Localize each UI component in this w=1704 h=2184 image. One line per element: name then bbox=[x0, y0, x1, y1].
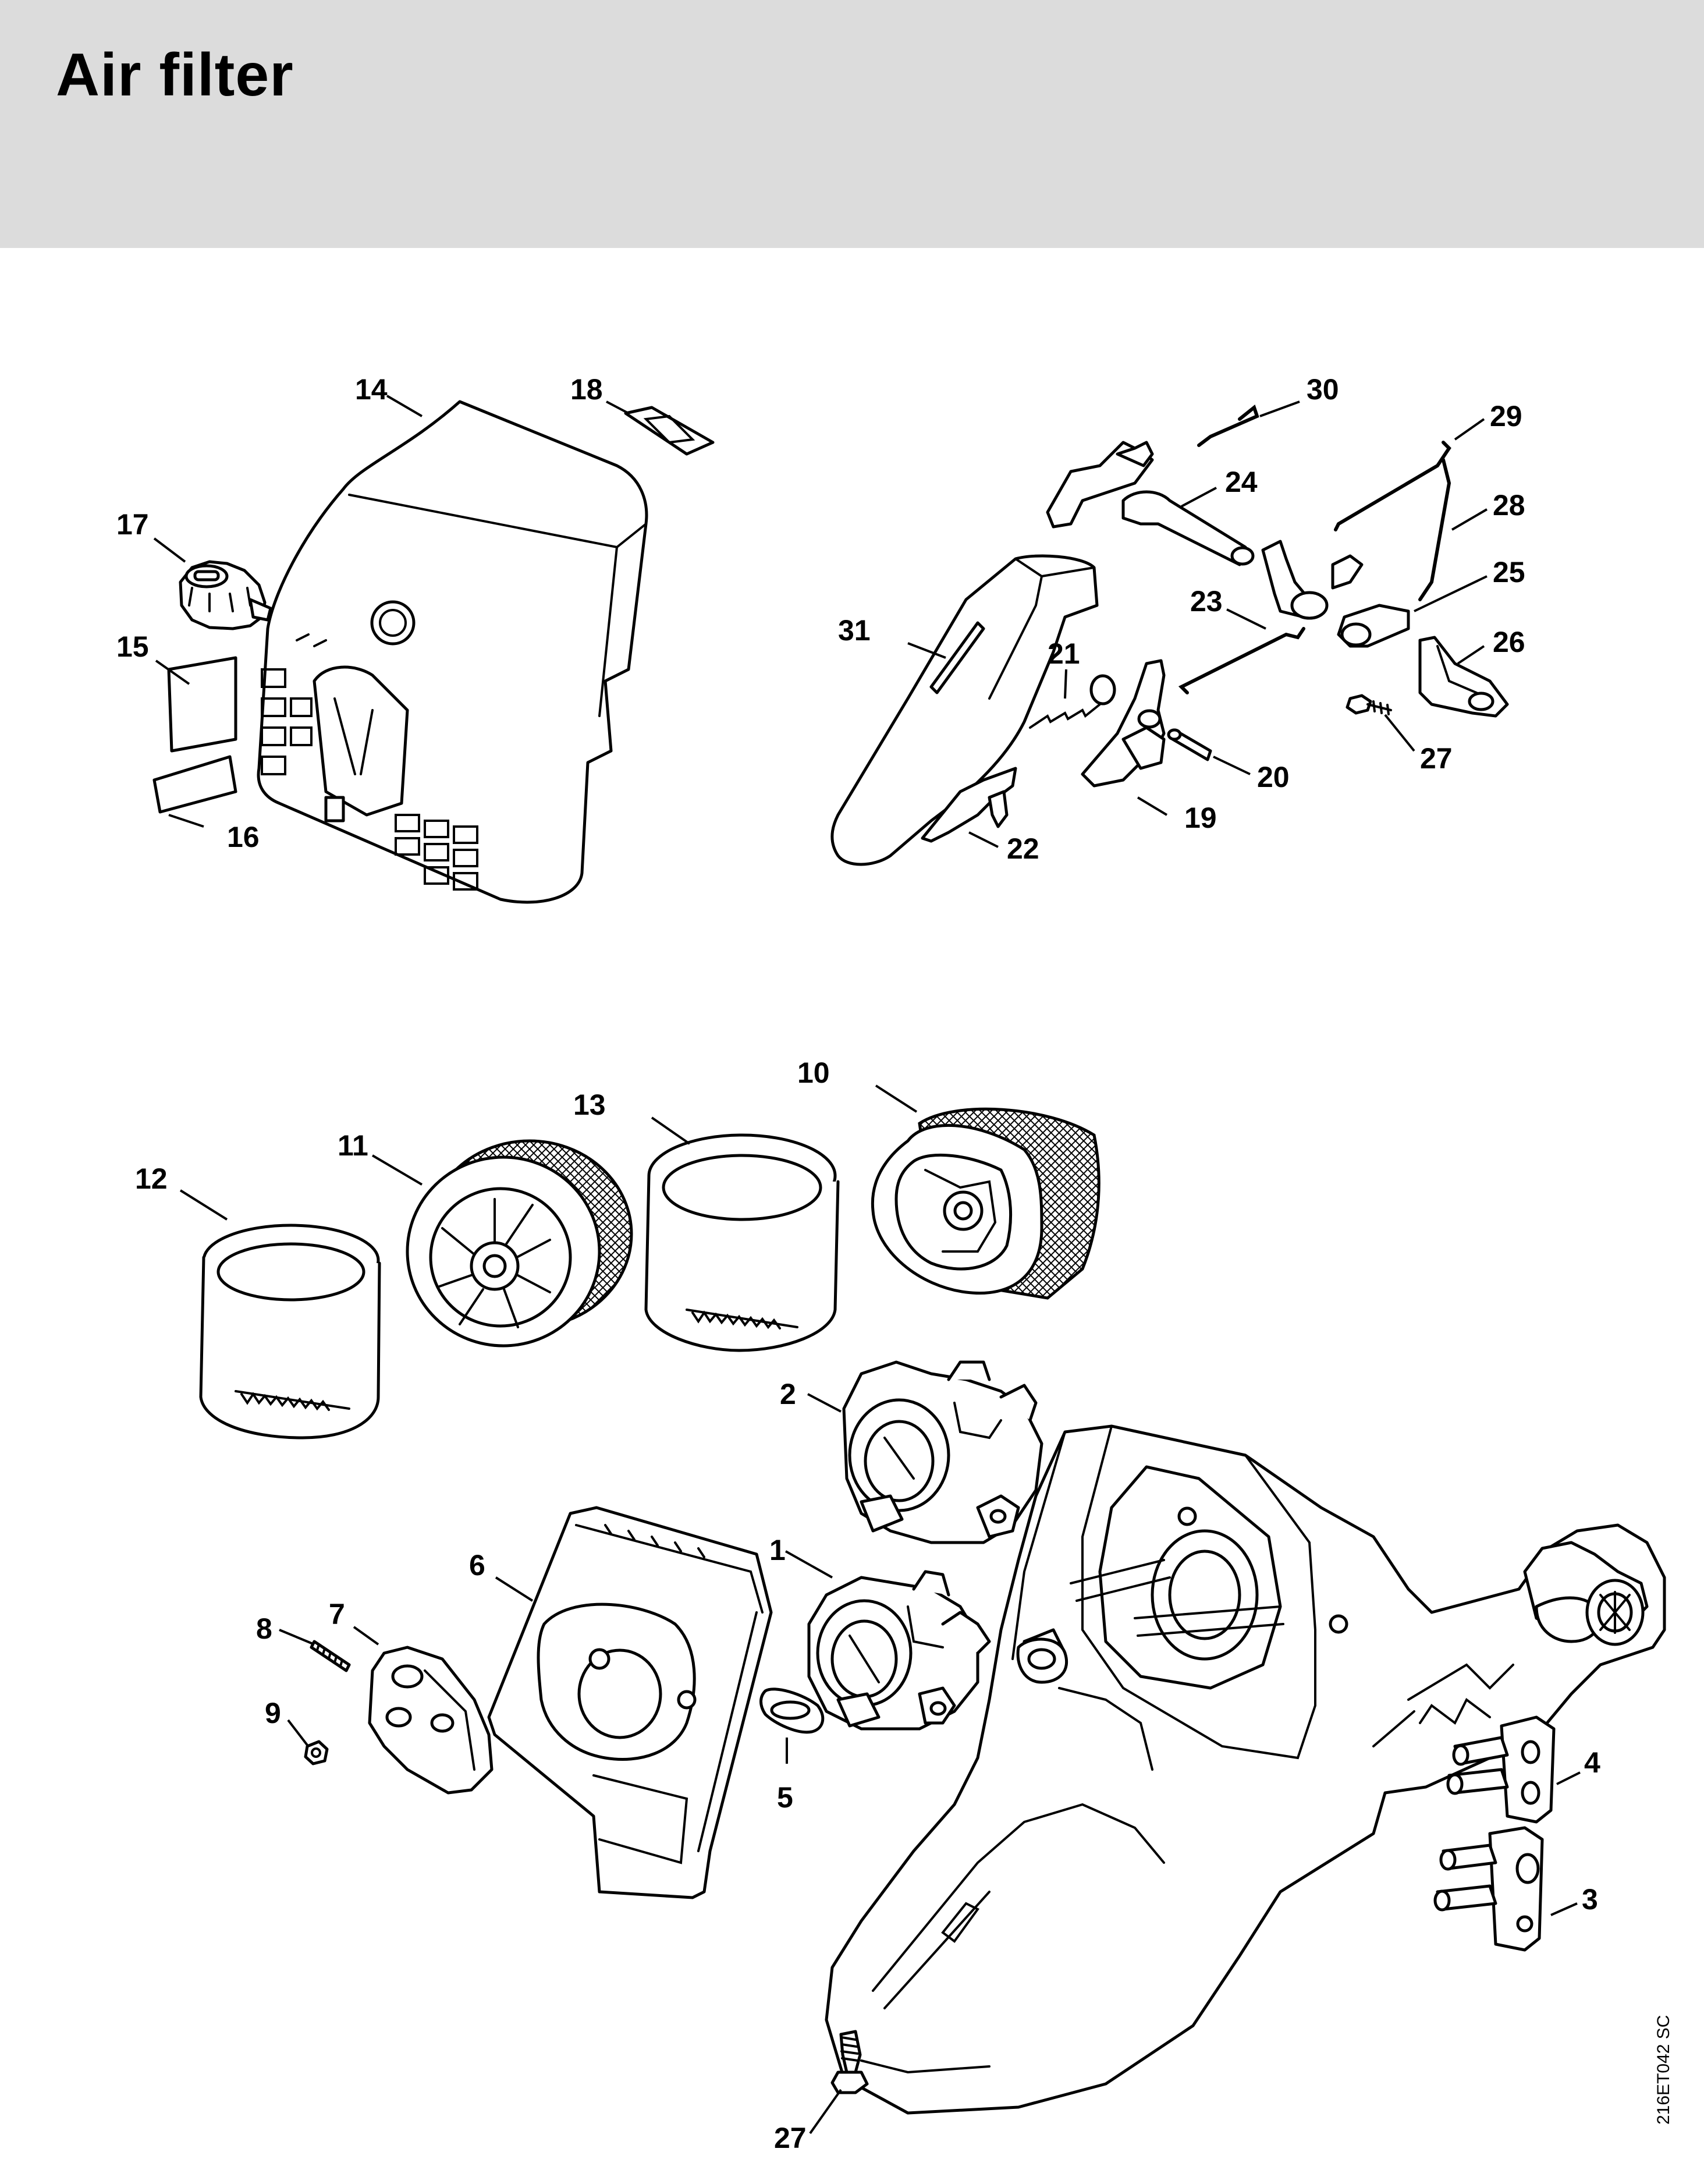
part-23-rod[interactable] bbox=[1178, 627, 1305, 694]
callout-17: 17 bbox=[116, 508, 149, 541]
callout-11: 11 bbox=[338, 1129, 368, 1162]
callout-23: 23 bbox=[1190, 585, 1223, 618]
part-10-air-filter[interactable] bbox=[871, 1107, 1100, 1300]
part-1-carburetor[interactable] bbox=[807, 1570, 991, 1731]
part-26-bracket[interactable] bbox=[1418, 636, 1509, 718]
callout-4: 4 bbox=[1584, 1746, 1600, 1779]
leader-lines bbox=[153, 395, 1581, 2135]
part-13-filter-seal[interactable] bbox=[644, 1133, 840, 1352]
part-27-screw-top[interactable] bbox=[1346, 694, 1392, 715]
vent-grille-right bbox=[395, 814, 478, 891]
part-18-gasket[interactable] bbox=[624, 406, 715, 456]
callout-labels: 14 18 17 15 16 30 29 24 28 31 23 25 21 2… bbox=[116, 373, 1600, 2154]
callout-8: 8 bbox=[256, 1612, 272, 1645]
callout-12: 12 bbox=[135, 1162, 168, 1195]
callout-6: 6 bbox=[469, 1549, 485, 1582]
callout-28: 28 bbox=[1493, 489, 1525, 522]
part-29-wire[interactable] bbox=[1334, 441, 1451, 531]
part-15-label[interactable] bbox=[167, 656, 237, 753]
part-19-trigger[interactable] bbox=[1081, 659, 1166, 788]
part-27-screw-bottom[interactable] bbox=[830, 2030, 869, 2094]
callout-1: 1 bbox=[769, 1534, 786, 1566]
callout-5: 5 bbox=[777, 1781, 793, 1814]
header-bar: Air filter bbox=[0, 0, 1704, 248]
part-17-twist-lock[interactable] bbox=[179, 560, 272, 630]
part-11-filter-element[interactable] bbox=[406, 1139, 633, 1348]
callout-20: 20 bbox=[1257, 761, 1290, 793]
part-25-shaft-lever[interactable] bbox=[1261, 540, 1410, 648]
part-30-rod[interactable] bbox=[1197, 404, 1259, 447]
callout-26: 26 bbox=[1493, 626, 1525, 658]
callout-30: 30 bbox=[1307, 373, 1339, 406]
part-20-pin[interactable] bbox=[1167, 728, 1212, 761]
callout-21: 21 bbox=[1048, 637, 1080, 670]
callout-27-top: 27 bbox=[1420, 742, 1453, 775]
part-12-seal-ring[interactable] bbox=[162, 1210, 381, 1440]
callout-7: 7 bbox=[329, 1598, 345, 1630]
part-22-interlock[interactable] bbox=[921, 767, 1017, 843]
part-9-nut[interactable] bbox=[304, 1740, 329, 1765]
page-title: Air filter bbox=[56, 41, 294, 109]
callout-19: 19 bbox=[1184, 802, 1217, 834]
part-4-switch[interactable] bbox=[1446, 1715, 1556, 1824]
callout-31: 31 bbox=[838, 614, 871, 647]
part-8-stud[interactable] bbox=[310, 1640, 351, 1672]
callout-16: 16 bbox=[227, 821, 260, 853]
part-6-baffle[interactable] bbox=[487, 1506, 773, 1899]
part-16-label[interactable] bbox=[152, 755, 237, 814]
vent-grille-left bbox=[261, 668, 313, 775]
part-14-filter-cover[interactable] bbox=[257, 400, 648, 904]
callout-14: 14 bbox=[355, 373, 388, 406]
callout-24: 24 bbox=[1225, 466, 1258, 498]
engine-housing[interactable] bbox=[825, 1424, 1666, 2115]
part-7-manifold[interactable] bbox=[368, 1646, 494, 1795]
part-21-spring[interactable] bbox=[1029, 674, 1116, 729]
callout-15: 15 bbox=[116, 630, 149, 663]
part-2-carburetor[interactable] bbox=[842, 1360, 1043, 1544]
part-24-lever[interactable] bbox=[1046, 441, 1255, 566]
callout-18: 18 bbox=[570, 373, 603, 406]
callout-10: 10 bbox=[797, 1056, 830, 1089]
callout-27-bottom: 27 bbox=[774, 2122, 807, 2154]
callout-25: 25 bbox=[1493, 556, 1525, 588]
part-5-gasket[interactable] bbox=[759, 1687, 825, 1734]
drawing-code: 216ET042 SC bbox=[1654, 2015, 1673, 2125]
callout-13: 13 bbox=[573, 1089, 606, 1121]
callout-2: 2 bbox=[780, 1378, 796, 1410]
callout-29: 29 bbox=[1490, 400, 1522, 432]
callout-22: 22 bbox=[1007, 832, 1039, 865]
part-28-wire[interactable] bbox=[1418, 458, 1451, 601]
callout-3: 3 bbox=[1582, 1883, 1598, 1916]
part-3-switch[interactable] bbox=[1433, 1826, 1544, 1952]
callout-9: 9 bbox=[265, 1697, 281, 1729]
